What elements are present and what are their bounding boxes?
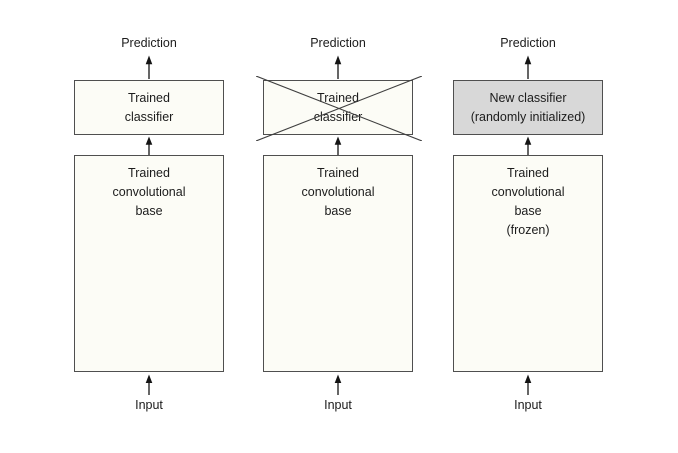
up-arrow-icon: [332, 374, 344, 395]
up-arrow-icon: [522, 136, 534, 155]
up-arrow-icon: [143, 136, 155, 155]
conv-base-label-line2: convolutional: [301, 185, 375, 199]
conv-base-label-line1: Trained: [507, 166, 549, 180]
new-classifier-box: New classifier (randomly initialized): [453, 80, 603, 135]
classifier-box-label-line1: Trained: [128, 90, 170, 105]
trained-classifier-box-crossed: Trained classifier: [263, 80, 413, 135]
conv-base-box: Trained convolutional base: [74, 155, 224, 372]
prediction-label: Prediction: [500, 36, 556, 50]
up-arrow-icon: [332, 55, 344, 79]
classifier-box-label-line2: classifier: [313, 109, 363, 124]
conv-base-label-line3: base: [135, 204, 163, 218]
classifier-box-label-line1: Trained: [317, 90, 359, 105]
prediction-label: Prediction: [310, 36, 366, 50]
up-arrow-icon: [332, 136, 344, 155]
up-arrow-icon: [522, 55, 534, 79]
input-label: Input: [324, 398, 352, 412]
input-label: Input: [135, 398, 163, 412]
conv-base-label-line2: convolutional: [112, 185, 186, 199]
classifier-box-label-line2: (randomly initialized): [470, 109, 586, 124]
conv-base-label-line3: base: [514, 204, 542, 218]
prediction-label: Prediction: [121, 36, 177, 50]
column-trained-model: Prediction Trained classifier Trained co…: [74, 0, 224, 413]
conv-base-label-line3: base: [324, 204, 352, 218]
classifier-box-label-line2: classifier: [124, 109, 174, 124]
conv-base-box: Trained convolutional base: [263, 155, 413, 372]
up-arrow-icon: [143, 55, 155, 79]
column-new-classifier-frozen-base: Prediction New classifier (randomly init…: [453, 0, 603, 413]
classifier-box-label-line1: New classifier: [489, 90, 567, 105]
trained-classifier-box: Trained classifier: [74, 80, 224, 135]
conv-base-label-line2: convolutional: [491, 185, 565, 199]
conv-base-label-line4: (frozen): [506, 223, 550, 237]
up-arrow-icon: [143, 374, 155, 395]
conv-base-label-line1: Trained: [317, 166, 359, 180]
input-label: Input: [514, 398, 542, 412]
up-arrow-icon: [522, 374, 534, 395]
conv-base-label-line1: Trained: [128, 166, 170, 180]
column-discarded-classifier: Prediction Trained classifier Trained co…: [263, 0, 413, 413]
conv-base-box-frozen: Trained convolutional base (frozen): [453, 155, 603, 372]
